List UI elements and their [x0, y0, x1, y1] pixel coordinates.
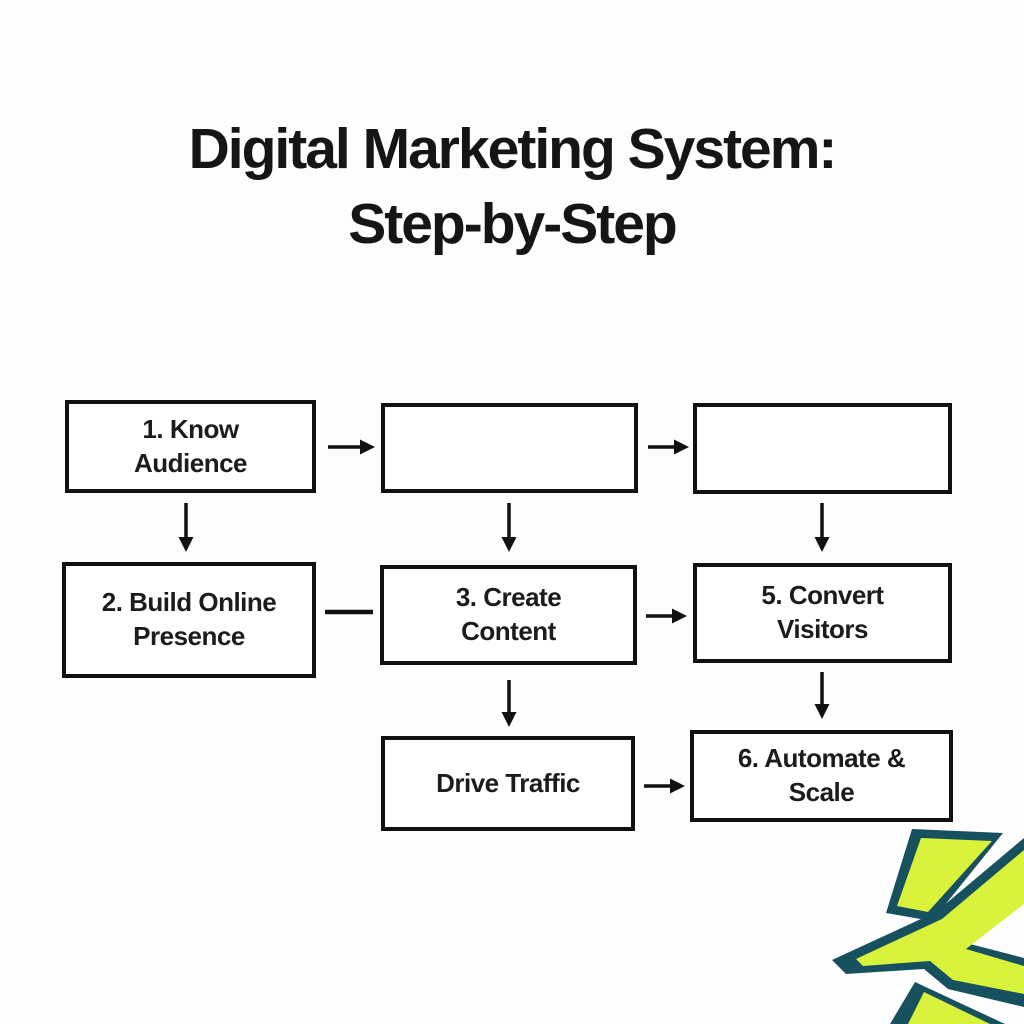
arrow-know-to-topmiddle	[328, 439, 375, 455]
flow-box-label: 5. Convert Visitors	[761, 580, 884, 644]
arrow-topmiddle-to-topright	[648, 439, 689, 455]
flow-box-create-content: 3. Create Content	[380, 565, 637, 665]
arrow-create-to-drive	[501, 680, 517, 727]
flow-box-label: 6. Automate & Scale	[737, 743, 906, 807]
flow-box-drive-traffic: Drive Traffic	[381, 736, 635, 831]
arrow-know-to-build	[178, 503, 194, 552]
flow-box-empty-top-right	[693, 403, 952, 494]
arrow-convert-to-automate	[814, 672, 830, 719]
page-title: Digital Marketing System: Step-by-Step	[0, 112, 1024, 262]
arrow-drive-to-automate	[644, 778, 685, 794]
arrow-topmiddle-to-create	[501, 503, 517, 552]
flow-box-label: Drive Traffic	[436, 767, 580, 798]
flow-box-automate-scale: 6. Automate & Scale	[690, 730, 953, 822]
flow-box-label: 2. Build Online Presence	[101, 587, 277, 651]
flow-box-label: 3. Create Content	[455, 582, 562, 646]
arrow-topright-to-convert	[814, 503, 830, 552]
arrow-create-to-convert	[646, 608, 687, 624]
page-title-line2: Step-by-Step	[348, 192, 678, 257]
flow-box-label: 1. Know Audience	[133, 413, 248, 478]
arrow-bolt-logo-icon	[832, 829, 1024, 1024]
flow-box-know-audience: 1. Know Audience	[65, 400, 316, 493]
flow-box-convert-visitors: 5. Convert Visitors	[693, 563, 952, 663]
flow-box-empty-top-middle	[381, 403, 638, 493]
page-title-line1: Digital Marketing System:	[188, 117, 838, 181]
flow-box-build-online-presence: 2. Build Online Presence	[62, 562, 316, 678]
